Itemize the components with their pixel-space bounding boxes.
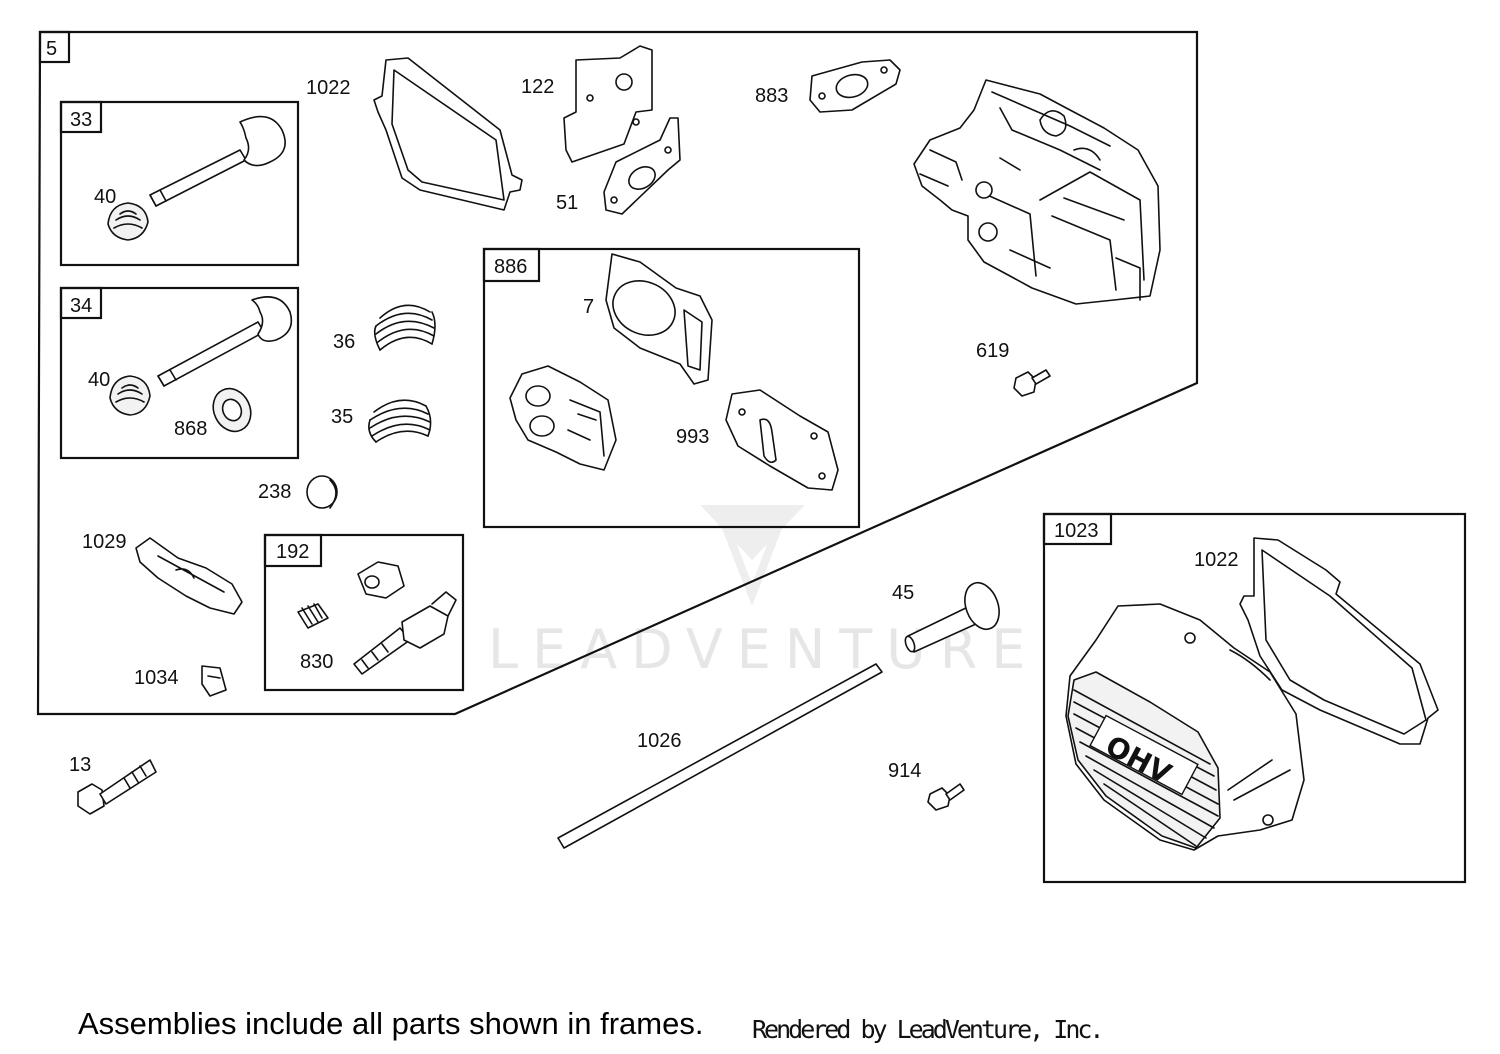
carburetor-gasket-drawing[interactable] <box>563 45 653 163</box>
assembly-frame-1023[interactable]: 1023 1022 OHV <box>1042 512 1467 884</box>
watermark-logo-icon <box>700 505 805 560</box>
exhaust-valve-drawing[interactable] <box>157 296 293 387</box>
frame-33-tag-box <box>59 100 103 134</box>
frame-886-tag-box <box>482 247 541 283</box>
callout-1022-right: 1022 <box>1194 549 1239 571</box>
callout-993: 993 <box>676 426 709 448</box>
frame-1023-tag-box <box>1042 512 1113 546</box>
callout-238: 238 <box>258 481 291 503</box>
head-gasket-drawing[interactable] <box>604 253 713 385</box>
valve-cover-drawing[interactable]: OHV <box>1065 603 1305 851</box>
callout-40-a: 40 <box>94 186 116 208</box>
valve-retainer-drawing-b[interactable] <box>109 375 151 416</box>
assembly-frame-34[interactable]: 34 40 868 <box>59 286 300 460</box>
hex-bolt-drawing-13[interactable] <box>77 759 157 815</box>
frame-192-label: 192 <box>276 541 309 563</box>
callout-45: 45 <box>892 582 914 604</box>
assembly-frame-192[interactable]: 192 830 <box>263 533 465 692</box>
valve-spring-drawing-35[interactable] <box>368 399 432 443</box>
flange-bolt-drawing-619[interactable] <box>1013 369 1051 397</box>
push-rod-guide-drawing[interactable] <box>904 578 1006 653</box>
watermark-v-icon <box>721 523 783 607</box>
rocker-stud-drawing[interactable] <box>353 591 457 675</box>
callout-1026: 1026 <box>637 730 682 752</box>
callout-51: 51 <box>556 192 578 214</box>
adapter-gasket-drawing[interactable] <box>809 59 901 113</box>
assembly-frame-33[interactable]: 33 40 <box>59 100 300 267</box>
callout-830: 830 <box>300 651 333 673</box>
valve-cover-gasket-drawing[interactable] <box>373 57 523 211</box>
valve-seal-drawing[interactable] <box>206 382 257 437</box>
callout-1029: 1029 <box>82 531 127 553</box>
frame-34-label: 34 <box>70 295 92 317</box>
intake-plate-gasket-drawing[interactable] <box>509 365 617 471</box>
frame-33-label: 33 <box>70 109 92 131</box>
rocker-arm-drawing[interactable] <box>135 537 243 615</box>
assembly-frame-886[interactable]: 886 7 993 <box>482 247 861 529</box>
assembly-frame-5: 5 <box>36 30 1199 716</box>
cover-gasket-drawing-right[interactable] <box>1239 537 1439 745</box>
valve-cap-drawing[interactable] <box>306 475 338 509</box>
callout-122: 122 <box>521 76 554 98</box>
frame-34-outline <box>59 286 300 460</box>
valve-spring-drawing-36[interactable] <box>373 304 436 351</box>
frame-1023-outline <box>1042 512 1467 884</box>
callout-883: 883 <box>755 85 788 107</box>
footer-render-credit: Rendered by LeadVenture, Inc. <box>752 1015 1104 1044</box>
frame-5-label: 5 <box>46 38 57 60</box>
frame-886-outline <box>482 247 861 529</box>
frame-1023-label: 1023 <box>1054 520 1099 542</box>
frame-5-tag-box <box>38 30 71 64</box>
push-rod-drawing[interactable] <box>557 663 883 849</box>
callout-1022-top: 1022 <box>306 77 351 99</box>
callout-914: 914 <box>888 760 921 782</box>
frame-33-outline <box>59 100 300 267</box>
set-screw-drawing[interactable] <box>297 603 329 629</box>
flange-bolt-drawing-914[interactable] <box>927 783 965 811</box>
callout-1034: 1034 <box>134 667 179 689</box>
frame-192-tag-box <box>263 533 323 568</box>
stopper-drawing[interactable] <box>201 665 227 697</box>
callout-13: 13 <box>69 754 91 776</box>
frame-5-outline <box>36 30 1199 716</box>
gasket-drawing-993[interactable] <box>725 389 839 491</box>
cylinder-head-drawing[interactable] <box>913 79 1161 305</box>
frame-192-outline <box>263 533 465 692</box>
intake-gasket-drawing[interactable] <box>603 117 681 215</box>
footer-assemblies-note: Assemblies include all parts shown in fr… <box>78 1006 704 1041</box>
frame-886-label: 886 <box>494 256 527 278</box>
callout-40-b: 40 <box>88 369 110 391</box>
callout-7: 7 <box>583 296 594 318</box>
valve-retainer-drawing-a[interactable] <box>107 202 149 241</box>
callout-619: 619 <box>976 340 1009 362</box>
callout-36: 36 <box>333 331 355 353</box>
callout-35: 35 <box>331 406 353 428</box>
intake-valve-drawing[interactable] <box>149 115 286 207</box>
watermark: LEADVENTURE <box>488 505 1025 681</box>
jam-nut-drawing[interactable] <box>357 561 405 599</box>
frame-34-tag-box <box>59 286 103 320</box>
callout-868: 868 <box>174 418 207 440</box>
